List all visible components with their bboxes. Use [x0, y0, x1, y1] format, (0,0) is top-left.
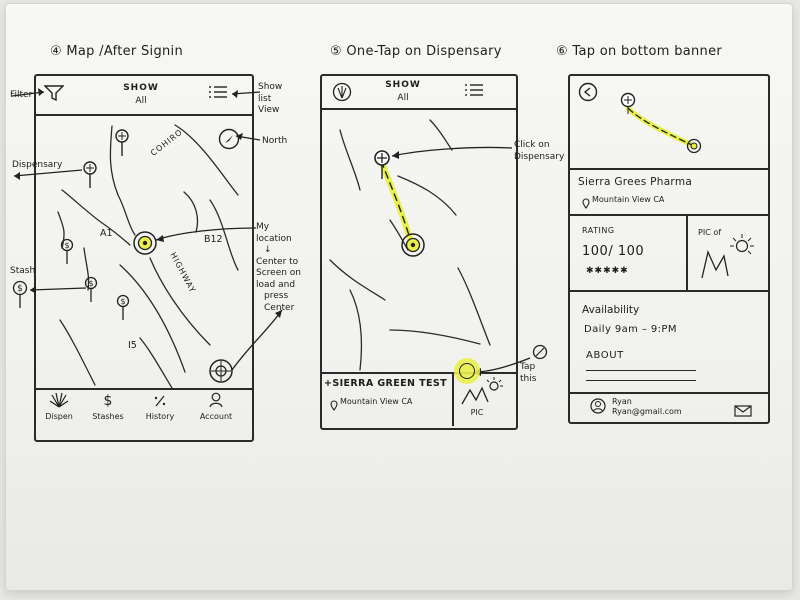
screen4-header-divider	[34, 114, 252, 116]
banner-pic-box[interactable]: PIC	[454, 374, 512, 424]
screen6-map-divider	[568, 168, 768, 170]
about-text-line	[586, 370, 696, 371]
screen5-header-show[interactable]: SHOW	[385, 80, 421, 90]
screen6-title: ⑥ Tap on bottom banner	[556, 44, 723, 59]
stash-legend-icon: $	[12, 280, 28, 314]
center-target-icon[interactable]	[208, 358, 234, 388]
tab-account[interactable]: Account	[188, 392, 244, 422]
screen4-tabbar-divider	[34, 388, 252, 390]
tab-dispensaries[interactable]: Dispen	[36, 392, 82, 422]
screen6-name-divider	[568, 214, 768, 216]
stash-pin-icon[interactable]: $	[84, 276, 98, 308]
annotation-my-location: My location ↓ Center to Screen on load a…	[256, 222, 302, 313]
stash-icon: $	[104, 393, 113, 409]
screen5-header-all[interactable]: All	[397, 93, 409, 103]
tab-history[interactable]: History	[136, 392, 184, 422]
availability-label: Availability	[582, 304, 640, 316]
pic-label: PIC of	[698, 228, 722, 237]
about-label: ABOUT	[586, 350, 624, 361]
banner-pic-label: PIC	[470, 408, 484, 417]
mountain-icon	[461, 377, 503, 405]
screen5-bottom-banner[interactable]: +SIERRA GREEN TEST Mountain View CA	[322, 374, 450, 424]
my-location-icon	[132, 230, 158, 260]
account-icon	[209, 392, 223, 408]
location-pin-icon	[330, 396, 338, 415]
location-pin-icon	[582, 194, 590, 213]
tap-target-icon	[532, 344, 548, 364]
annotation-north: North	[262, 136, 288, 146]
weed-leaf-icon	[49, 392, 69, 408]
dispensary-location: Mountain View CA	[592, 195, 665, 204]
banner-location: Mountain View CA	[340, 397, 413, 406]
dispensary-name: Sierra Grees Pharma	[578, 176, 693, 188]
dispensary-pin-icon[interactable]	[114, 128, 130, 162]
screen6-rating-divider	[568, 290, 768, 292]
map-label-b12: B12	[204, 234, 223, 245]
my-location-icon	[400, 232, 426, 262]
screen6-phone-frame	[568, 74, 770, 424]
dispensary-pin-icon[interactable]	[373, 149, 391, 185]
screen5-banner-divider	[320, 372, 516, 374]
tap-circle-icon	[459, 363, 475, 379]
screen4-header-show[interactable]: SHOW	[123, 83, 159, 93]
screen4-title: ④ Map /After Signin	[50, 44, 183, 59]
rating-label: RATING	[582, 226, 615, 235]
svg-text:$: $	[104, 393, 113, 408]
list-view-icon[interactable]	[208, 84, 228, 104]
screen6-about-divider	[568, 392, 768, 394]
about-text-line	[586, 380, 696, 381]
user-icon	[590, 398, 606, 418]
annotation-click-dispensary: Click on Dispensary	[514, 140, 565, 162]
mail-icon[interactable]	[734, 402, 752, 421]
list-view-icon[interactable]	[464, 82, 484, 102]
dispensary-picture[interactable]	[694, 230, 760, 288]
banner-dispensary-name: +SIERRA GREEN TEST	[324, 378, 447, 389]
map-label-i5: I5	[128, 340, 137, 351]
availability-hours: Daily 9am – 9:PM	[584, 324, 677, 335]
back-arrow-icon[interactable]	[578, 82, 598, 106]
north-compass-icon[interactable]	[218, 128, 240, 154]
screen4-tab-bar: Dispen $ Stashes History Account	[36, 392, 248, 436]
annotation-filter: Filter	[10, 90, 33, 100]
user-email: Ryan@gmail.com	[612, 407, 682, 416]
svg-text:$: $	[64, 241, 69, 250]
map-label-a1: A1	[100, 228, 113, 239]
history-icon	[154, 395, 166, 407]
screen6-rating-split	[686, 214, 688, 290]
filter-icon[interactable]	[43, 84, 65, 106]
svg-text:$: $	[120, 297, 125, 306]
sun-icon	[735, 239, 749, 253]
screen5-phone-frame	[320, 74, 518, 430]
dispensary-pin-icon[interactable]	[82, 160, 98, 194]
mountain-icon	[701, 249, 729, 279]
annotation-dispensary: Dispensary	[12, 160, 63, 170]
screen4-header-all[interactable]: All	[135, 96, 147, 106]
tab-stashes[interactable]: $ Stashes	[92, 393, 124, 421]
rating-value: 100/ 100	[582, 244, 645, 259]
screen5-banner-split	[452, 372, 454, 426]
annotation-tap-this: Tap this	[520, 362, 537, 384]
weed-leaf-icon[interactable]	[332, 82, 352, 106]
screen5-title: ⑤ One-Tap on Dispensary	[330, 44, 502, 59]
my-location-icon	[686, 138, 702, 158]
annotation-show-list: Show list View	[258, 82, 283, 115]
dispensary-pin-icon	[620, 92, 636, 120]
screen4-phone-frame	[34, 74, 254, 442]
stash-pin-icon[interactable]: $	[116, 294, 130, 326]
screen5-header-divider	[320, 108, 516, 110]
svg-text:$: $	[17, 284, 23, 294]
annotation-stash: Stash	[10, 266, 36, 276]
svg-text:$: $	[88, 279, 93, 288]
stash-pin-icon[interactable]: $	[60, 238, 74, 270]
user-name: Ryan	[612, 397, 632, 406]
rating-stars: ✱✱✱✱✱	[586, 266, 629, 276]
